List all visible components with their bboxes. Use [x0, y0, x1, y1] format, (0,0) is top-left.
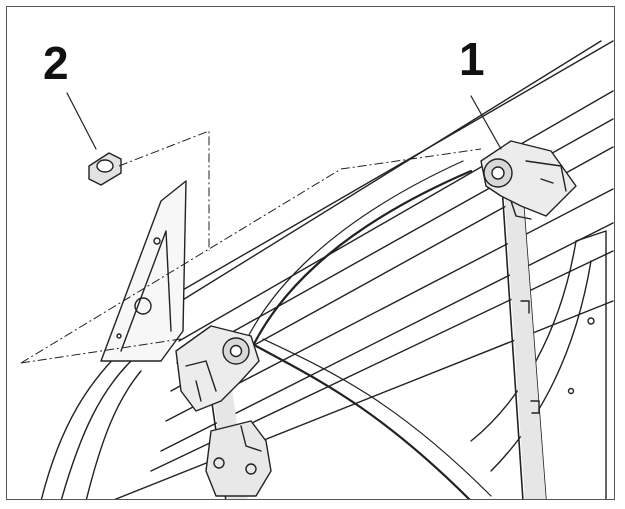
upper-bracket	[480, 140, 577, 217]
door-panel-lower-rail	[160, 222, 614, 452]
callout-2: 2	[43, 37, 69, 89]
callout-1: 1	[459, 33, 485, 85]
cable-upper	[244, 169, 473, 363]
door-panel-inner-edge	[178, 90, 614, 342]
door-cutout-inner	[490, 260, 592, 472]
mirror-mount-hole	[134, 297, 152, 315]
drive-unit-hole	[245, 463, 257, 475]
lower-bracket	[175, 325, 260, 412]
door-frame-left	[60, 360, 132, 499]
door-cutout-right	[470, 230, 607, 499]
assembly-line-clip-right	[118, 130, 210, 251]
hole	[587, 317, 595, 325]
door-panel-upper-edge	[180, 40, 614, 292]
door-frame-left-2	[85, 370, 142, 499]
lower-pulley-hub	[229, 344, 243, 358]
mirror-mount-hole-small	[116, 333, 122, 339]
drive-unit	[205, 420, 272, 497]
hole	[567, 387, 575, 395]
assembly-line-bottom	[20, 338, 182, 364]
drive-unit-hole	[213, 457, 225, 469]
upper-pulley-hub	[491, 166, 505, 180]
mirror-mount	[100, 180, 187, 362]
cable-lower	[254, 344, 471, 499]
diagram-frame: 2 1	[6, 6, 615, 500]
cable-lower-2	[262, 338, 492, 497]
rear-rail-tab	[530, 400, 540, 414]
leader-2	[66, 92, 97, 150]
cable-upper-2	[238, 160, 464, 357]
window-regulator-drawing	[20, 40, 614, 499]
leader-1	[470, 95, 502, 150]
clip-nut-part	[88, 152, 122, 186]
drive-unit-detail	[240, 425, 262, 452]
upper-bracket-detail	[525, 160, 567, 192]
rear-rail-fill	[503, 171, 546, 499]
mirror-mount-hole-small	[153, 237, 161, 245]
upper-bracket-foot	[510, 200, 532, 220]
assembly-line-diagonal	[20, 148, 482, 364]
lower-bracket-detail	[185, 360, 217, 402]
rear-rail-tab	[520, 300, 530, 314]
